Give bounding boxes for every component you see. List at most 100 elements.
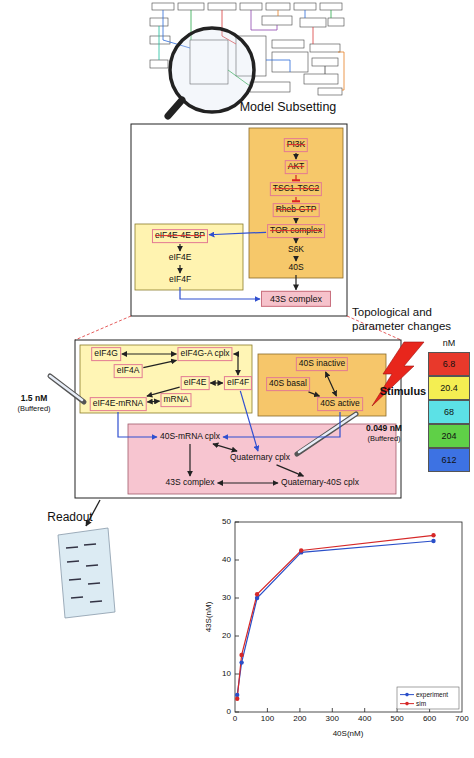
thumb-box	[272, 40, 304, 48]
thumb-wire	[251, 10, 277, 30]
species-name: 40S	[288, 263, 303, 273]
species-name: S6K	[288, 245, 304, 255]
gel-band	[84, 544, 96, 545]
legend-item: 68	[428, 400, 470, 424]
sim-line	[237, 535, 433, 698]
axis-tick-label: 600	[423, 714, 436, 724]
species-name: eIF4A	[117, 366, 140, 376]
reaction-arrow	[295, 153, 296, 159]
gel-band	[90, 601, 102, 602]
species-box: AKT	[285, 160, 308, 174]
species-box: eIF4E	[181, 376, 210, 390]
thumb-box	[300, 18, 326, 27]
thumb-wire	[331, 10, 332, 18]
legend-text: sim	[416, 699, 426, 706]
legend-item: experiment	[400, 690, 448, 699]
experiment-point	[235, 693, 239, 697]
sim-point	[255, 592, 259, 596]
gel-band	[66, 547, 78, 548]
gel-band	[88, 583, 100, 584]
thumb-box	[152, 3, 174, 10]
species-name: 40S inactive	[299, 359, 345, 369]
species-box: eIF4F	[224, 376, 252, 390]
axis-tick-label: 10	[222, 669, 231, 679]
legend-text: 204	[428, 424, 470, 448]
thumb-wire	[305, 10, 306, 18]
axis-tick-label: 200	[293, 714, 306, 724]
legend-item: 20.4	[428, 376, 470, 400]
magnifier-handle	[168, 100, 182, 116]
species-box: eIF4G	[91, 347, 121, 361]
legend-text: 20.4	[428, 376, 470, 400]
initiation-group	[128, 424, 396, 494]
reaction-arrow	[118, 412, 157, 437]
species-name: 40S basal	[269, 379, 307, 389]
thumb-box	[294, 3, 316, 10]
species-name: 43S complex	[165, 478, 214, 488]
legend-sample-dot	[405, 693, 409, 697]
thumb-wire	[266, 60, 290, 72]
species-box: 43S complex	[261, 291, 331, 307]
legend-item: 6.8	[428, 352, 470, 376]
reaction-arrow	[179, 244, 180, 251]
axis-tick-label: 400	[358, 714, 371, 724]
species-box: 43S complex	[163, 477, 216, 489]
reaction-arrow	[189, 444, 190, 476]
species-name: Quaternary-40S cplx	[281, 478, 359, 488]
reaction-arrow	[209, 232, 266, 234]
thumb-box	[328, 18, 344, 26]
species-name: 40S active	[320, 399, 360, 409]
species-box: eIF4G-A cplx	[177, 347, 232, 361]
buffer-note: (Buffered)	[17, 404, 50, 413]
axis-tick	[267, 708, 268, 712]
reaction-arrow	[143, 360, 176, 367]
species-box: PI3K	[284, 138, 308, 152]
reaction-arrow	[122, 353, 177, 354]
reaction-arrow	[210, 382, 223, 383]
species-box: TSC1-TSC2	[270, 182, 322, 196]
species-box: eIF4E	[167, 252, 194, 264]
species-box: 40S inactive	[296, 357, 348, 371]
species-box: mRNA	[160, 393, 191, 407]
species-name: TSC1-TSC2	[273, 184, 319, 194]
thumb-box	[240, 3, 262, 10]
species-name: Rheb-GTP	[276, 205, 317, 215]
legend-sample	[400, 700, 414, 706]
thumb-box	[250, 82, 290, 92]
legend-sample-dot	[405, 702, 409, 706]
pipette	[297, 414, 356, 454]
legend-text: 612	[428, 448, 470, 472]
thumb-wire	[338, 52, 344, 90]
sim-point	[235, 697, 239, 701]
species-name: eIF4G	[94, 349, 118, 359]
gel-band	[86, 565, 98, 566]
thumb-box	[150, 36, 170, 44]
species-box: Rheb-GTP	[273, 203, 320, 217]
species-name: eIF4E-mRNA	[93, 399, 144, 409]
species-box: TOR complex	[267, 224, 325, 238]
sim-point	[239, 653, 243, 657]
axis-tick-label: 50	[222, 517, 231, 527]
axis-tick-label: 0	[227, 707, 231, 717]
zoom-line	[75, 316, 131, 340]
species-box: eIF4A	[114, 364, 143, 378]
stimulus-label: Stimulus	[380, 385, 426, 398]
thumb-box	[266, 3, 290, 10]
gel-band	[67, 561, 79, 562]
axis-tick	[235, 712, 239, 713]
plot-frame	[235, 522, 462, 712]
reaction-arrow	[295, 275, 296, 290]
species-name: eIF4E	[169, 253, 192, 263]
axis-tick	[235, 560, 239, 561]
species-box: eIF4F	[167, 274, 193, 286]
legend-text: experiment	[416, 690, 448, 697]
species-box: 40S basal	[266, 377, 310, 391]
thumb-wire	[159, 26, 160, 60]
axis-title: 40S(nM)	[333, 729, 364, 739]
gel-band	[69, 579, 81, 580]
step-title: Readout	[47, 510, 92, 524]
reaction-arrow	[326, 372, 337, 396]
legend-sample	[400, 691, 414, 697]
axis-tick	[364, 708, 365, 712]
species-name: 40S-mRNA cplx	[160, 432, 220, 442]
